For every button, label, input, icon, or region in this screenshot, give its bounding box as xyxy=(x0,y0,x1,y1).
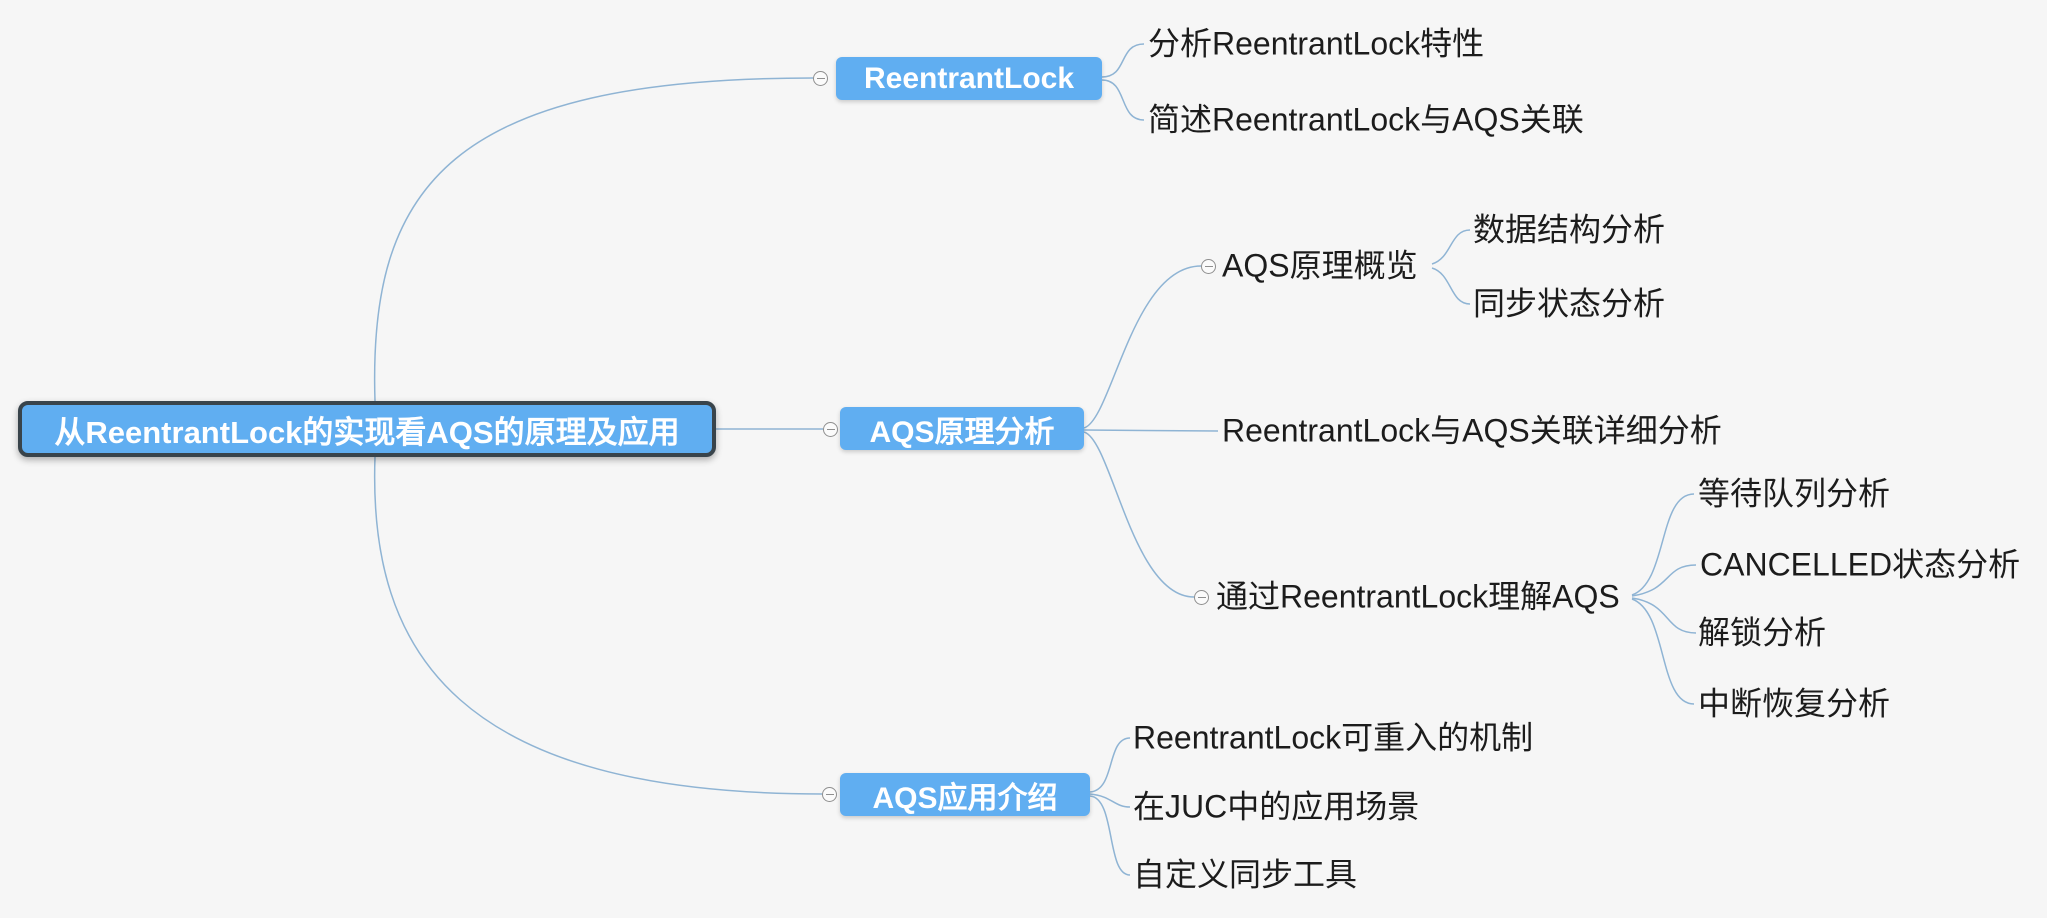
edge-root-reentrantlock xyxy=(373,77,814,402)
node-brief-reentrantlock-aqs-relation[interactable]: 简述ReentrantLock与AQS关联 xyxy=(1148,101,1584,138)
minus-icon xyxy=(816,78,825,79)
node-unlock-analysis[interactable]: 解锁分析 xyxy=(1698,614,1827,651)
minus-icon xyxy=(825,794,834,795)
edge-principle-relation-detail xyxy=(1083,429,1219,432)
node-cancelled-state-analysis[interactable]: CANCELLED状态分析 xyxy=(1700,546,2021,583)
node-custom-sync-tool[interactable]: 自定义同步工具 xyxy=(1133,856,1358,893)
edge-root-aqs-application xyxy=(373,456,823,795)
edge-application-reentrant-mechanism xyxy=(1089,737,1131,793)
minus-icon xyxy=(826,429,835,430)
edge-overview-data-structure xyxy=(1431,229,1471,265)
node-aqs-principle-analysis[interactable]: AQS原理分析 xyxy=(840,407,1084,450)
edge-application-custom-sync xyxy=(1089,795,1131,876)
node-wait-queue-analysis[interactable]: 等待队列分析 xyxy=(1698,475,1891,512)
collapse-icon[interactable] xyxy=(822,787,837,802)
node-sync-state-analysis[interactable]: 同步状态分析 xyxy=(1473,285,1666,322)
node-juc-application-scenarios[interactable]: 在JUC中的应用场景 xyxy=(1133,788,1420,825)
collapse-icon[interactable] xyxy=(1201,259,1216,274)
edge-understand-wait-queue xyxy=(1631,493,1695,596)
collapse-icon[interactable] xyxy=(1194,590,1209,605)
edge-principle-overview xyxy=(1083,265,1202,429)
node-aqs-principle-overview[interactable]: AQS原理概览 xyxy=(1222,247,1418,284)
minus-icon xyxy=(1197,597,1206,598)
node-data-structure-analysis[interactable]: 数据结构分析 xyxy=(1473,211,1666,248)
collapse-icon[interactable] xyxy=(823,422,838,437)
node-reentrantlock-reentrant-mechanism[interactable]: ReentrantLock可重入的机制 xyxy=(1133,719,1534,756)
node-reentrantlock[interactable]: ReentrantLock xyxy=(836,57,1102,100)
node-interrupt-recovery-analysis[interactable]: 中断恢复分析 xyxy=(1698,685,1891,722)
edge-reentrantlock-analyze-features xyxy=(1101,43,1145,78)
edge-understand-cancelled xyxy=(1631,564,1697,597)
collapse-icon[interactable] xyxy=(813,71,828,86)
node-analyze-reentrantlock-features[interactable]: 分析ReentrantLock特性 xyxy=(1148,25,1485,62)
node-aqs-application-intro[interactable]: AQS应用介绍 xyxy=(840,773,1090,816)
node-root[interactable]: 从ReentrantLock的实现看AQS的原理及应用 xyxy=(18,401,716,457)
edge-understand-interrupt xyxy=(1631,598,1695,705)
node-understand-aqs-via-reentrantlock[interactable]: 通过ReentrantLock理解AQS xyxy=(1216,578,1620,615)
edge-reentrantlock-brief-relation xyxy=(1101,79,1145,121)
minus-icon xyxy=(1204,266,1213,267)
node-reentrantlock-aqs-relation-detail[interactable]: ReentrantLock与AQS关联详细分析 xyxy=(1222,412,1722,449)
edge-application-juc-scenarios xyxy=(1089,793,1131,808)
edge-principle-understand-aqs xyxy=(1083,431,1195,598)
edge-understand-unlock xyxy=(1631,597,1697,634)
edge-overview-sync-state xyxy=(1431,267,1471,305)
